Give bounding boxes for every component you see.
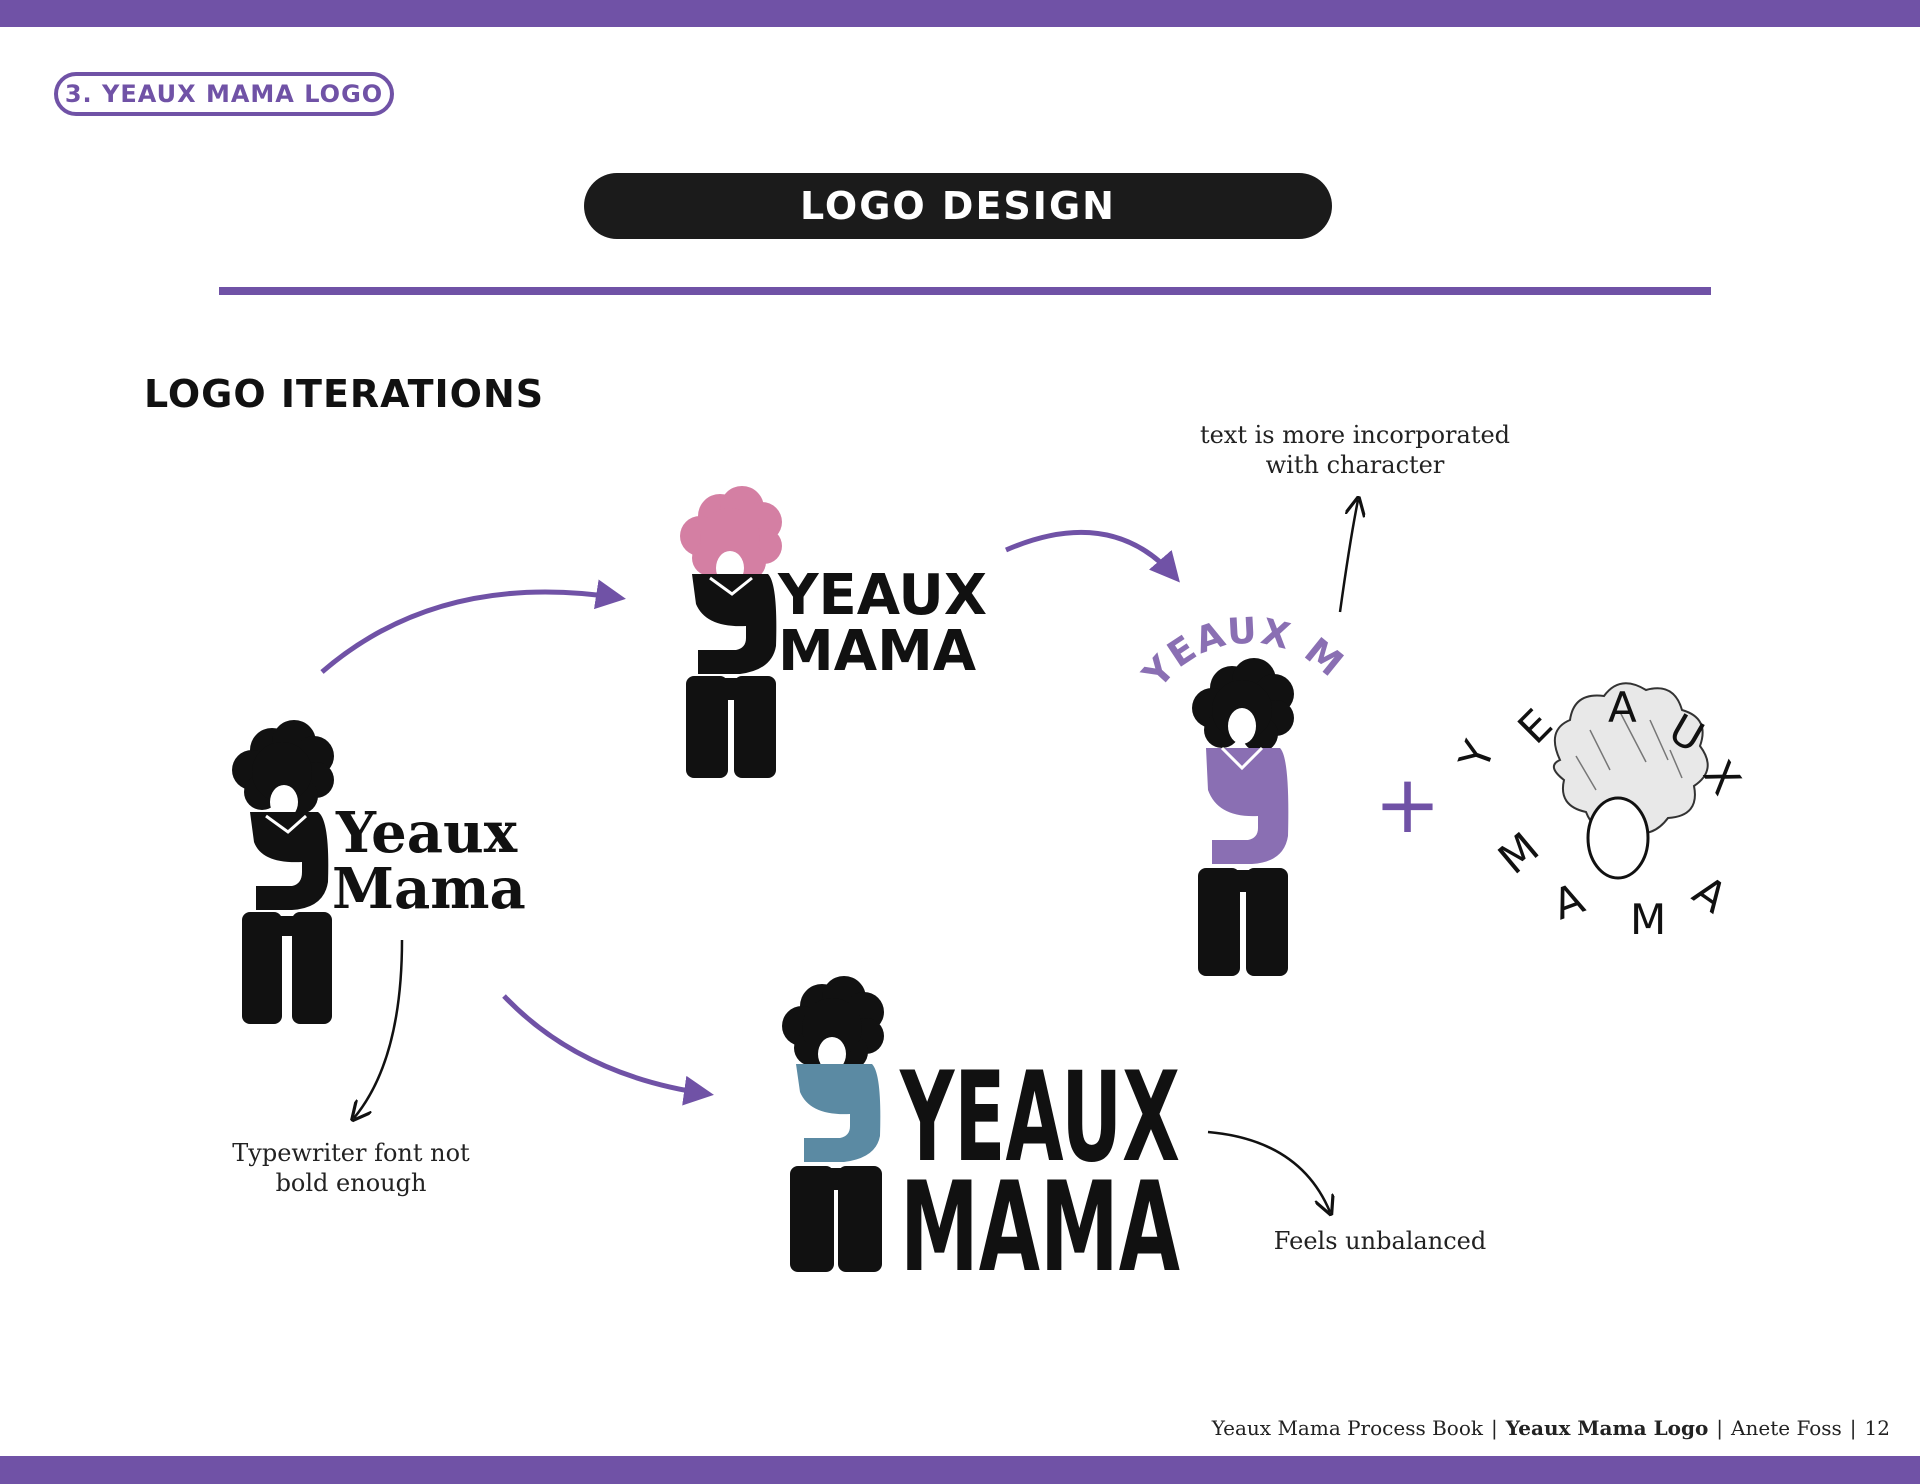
sketch-letter-8: M — [1630, 895, 1666, 944]
title-divider — [219, 287, 1711, 295]
note-typewriter: Typewriter font not bold enough — [206, 1138, 496, 1198]
note-unbalanced: Feels unbalanced — [1273, 1227, 1487, 1255]
arrow-typewriter-note — [354, 939, 404, 1118]
bottom-purple-bar — [0, 1456, 1920, 1484]
typewriter-logo-line2: Mama — [332, 856, 526, 922]
sketch-letter-2: E — [1508, 700, 1561, 753]
logo-blue: YEAUX MAMA — [782, 976, 1180, 1300]
sketch-letter-3: A — [1608, 683, 1637, 732]
logo-arched: YEAUX MAMA — [0, 0, 1352, 976]
note-incorporated-line1: text is more incorporated — [1199, 421, 1511, 449]
footer-author: Anete Foss — [1731, 1416, 1842, 1440]
logo-sketch: Y E A U X M A M A — [1449, 682, 1750, 944]
arrow-typewriter-to-blue — [502, 994, 714, 1106]
top-purple-bar — [0, 0, 1920, 27]
note-incorporated-line2: with character — [1265, 451, 1445, 479]
footer-page-number: 12 — [1864, 1416, 1890, 1440]
sketch-letter-6: M — [1489, 823, 1548, 884]
arrow-unbalanced-note — [1207, 1130, 1330, 1212]
pink-logo-line2: MAMA — [778, 619, 977, 684]
footer-chapter: Yeaux Mama Logo — [1505, 1416, 1709, 1440]
section-label: 3. YEAUX MAMA LOGO — [54, 72, 394, 116]
arrow-pink-to-arched — [1005, 529, 1180, 583]
svg-text:YEAUX MAMA: YEAUX MAMA — [0, 0, 1352, 696]
sketch-letter-1: Y — [1449, 734, 1504, 776]
sketch-letter-7: A — [1547, 873, 1591, 929]
note-typewriter-line2: bold enough — [275, 1169, 427, 1197]
arrow-incorporated-note — [1338, 500, 1358, 613]
note-typewriter-line1: Typewriter font not — [232, 1139, 470, 1167]
logo-typewriter: Yeaux Mama — [232, 720, 526, 1024]
footer-book: Yeaux Mama Process Book — [1211, 1416, 1483, 1440]
page-footer: Yeaux Mama Process Book|Yeaux Mama Logo|… — [1211, 1416, 1890, 1440]
pink-logo-line1: YEAUX — [777, 563, 987, 628]
plus-sign: + — [1374, 758, 1441, 851]
arrow-typewriter-to-pink — [320, 579, 626, 674]
blue-logo-line1: YEAUX — [899, 1046, 1180, 1190]
note-incorporated: text is more incorporated with character — [1180, 420, 1530, 480]
sketch-letter-9: A — [1684, 866, 1736, 923]
typewriter-logo-line1: Yeaux — [335, 800, 518, 866]
blue-logo-line2: MAMA — [900, 1156, 1180, 1300]
arched-logo-text: YEAUX MAMA — [0, 0, 1350, 696]
section-heading: LOGO ITERATIONS — [144, 372, 545, 416]
page-title: LOGO DESIGN — [584, 173, 1332, 239]
logo-pink: YEAUX MAMA — [680, 486, 987, 778]
